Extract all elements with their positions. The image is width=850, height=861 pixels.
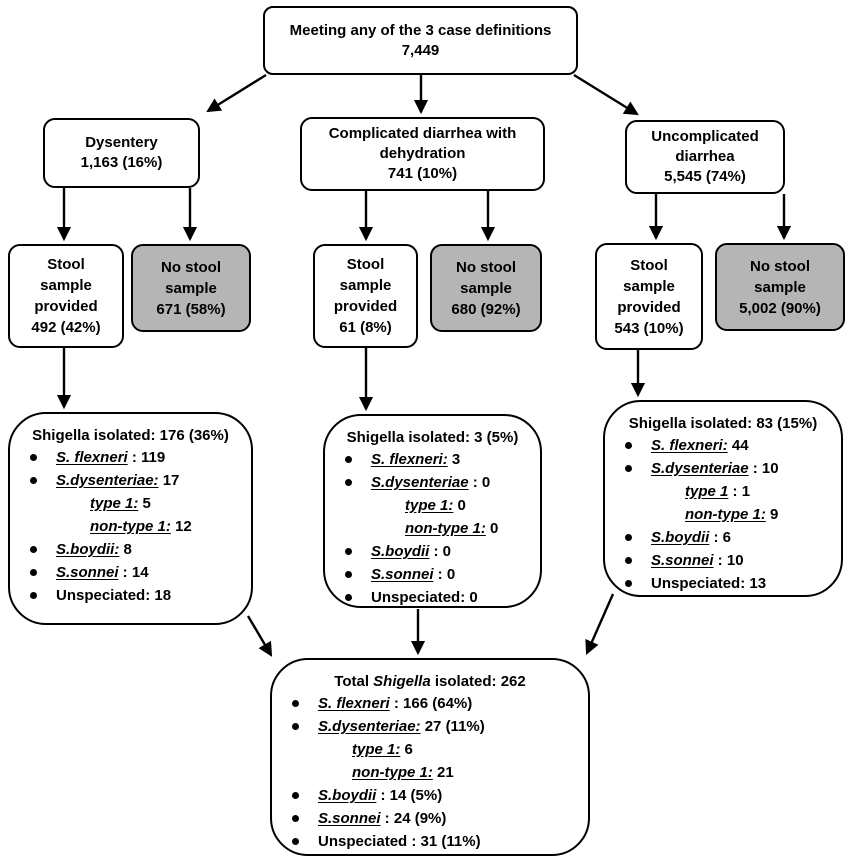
bullet-icon bbox=[292, 815, 299, 822]
species-row: S.sonnei : 14 bbox=[10, 561, 251, 584]
total-header-genus: Shigella bbox=[373, 673, 431, 690]
isolated-box-uncomplicated: Shigella isolated: 83 (15%) S. flexneri:… bbox=[603, 400, 843, 597]
species-row: S.boydii : 6 bbox=[605, 526, 841, 549]
branch-title: Uncomplicated diarrhea bbox=[651, 128, 759, 165]
bullet-icon bbox=[292, 792, 299, 799]
no-stool-box-1: No stool sample 671 (58%) bbox=[131, 244, 251, 332]
species-row: Unspeciated : 31 (11%) bbox=[272, 830, 588, 853]
stool-count: 492 (42%) bbox=[31, 319, 101, 336]
no-stool-label: No stool sample bbox=[161, 258, 221, 297]
bullet-icon bbox=[345, 456, 352, 463]
species-subrow: non-type 1: 9 bbox=[685, 506, 779, 523]
species-subrow: type 1: 5 bbox=[90, 495, 151, 512]
bullet-icon bbox=[292, 700, 299, 707]
stool-label: Stool sample provided bbox=[617, 256, 681, 316]
isolated-box-dysentery: Shigella isolated: 176 (36%) S. flexneri… bbox=[8, 412, 253, 625]
no-stool-count: 680 (92%) bbox=[451, 300, 521, 318]
bullet-icon bbox=[625, 557, 632, 564]
bullet-icon bbox=[30, 477, 37, 484]
species-row: S.sonnei : 24 (9%) bbox=[272, 807, 588, 830]
bullet-icon bbox=[30, 569, 37, 576]
species-row: S. flexneri: 3 bbox=[325, 448, 540, 471]
bullet-icon bbox=[292, 723, 299, 730]
species-row: S. flexneri : 119 bbox=[10, 446, 251, 469]
arrow-root-to-uncomplicated bbox=[573, 73, 639, 116]
total-box: Total Shigella isolated: 262 S. flexneri… bbox=[270, 658, 590, 856]
stool-provided-box-2: Stool sample provided 61 (8%) bbox=[313, 244, 418, 348]
branch-count: 741 (10%) bbox=[387, 165, 458, 182]
bullet-icon bbox=[292, 838, 299, 845]
no-stool-box-3: No stool sample 5,002 (90%) bbox=[715, 243, 845, 331]
bullet-icon bbox=[625, 465, 632, 472]
root-box: Meeting any of the 3 case definitions 7,… bbox=[263, 6, 578, 75]
bullet-icon bbox=[625, 580, 632, 587]
species-subrow: non-type 1: 12 bbox=[90, 518, 192, 535]
species-subrow: type 1: 0 bbox=[405, 497, 466, 514]
bullet-icon bbox=[345, 571, 352, 578]
no-stool-count: 671 (58%) bbox=[156, 300, 226, 318]
species-row: Unspeciated: 13 bbox=[605, 572, 841, 595]
stool-count: 61 (8%) bbox=[339, 319, 392, 336]
species-row: Unspeciated: 18 bbox=[10, 584, 251, 607]
bullet-icon bbox=[345, 548, 352, 555]
isolated-header: Shigella isolated: 83 (15%) bbox=[628, 415, 818, 432]
isolated-box-complicated: Shigella isolated: 3 (5%) S. flexneri: 3… bbox=[323, 414, 542, 608]
bullet-icon bbox=[30, 546, 37, 553]
arrow-isolated3-to-total bbox=[585, 593, 615, 655]
branch-title: Dysentery bbox=[85, 134, 158, 151]
species-row: S.dysenteriae: 27 (11%) bbox=[272, 715, 588, 738]
species-row: S.boydii : 14 (5%) bbox=[272, 784, 588, 807]
no-stool-count: 5,002 (90%) bbox=[739, 299, 821, 317]
root-count: 7,449 bbox=[401, 41, 440, 59]
species-subrow: type 1: 6 bbox=[352, 741, 413, 758]
bullet-icon bbox=[625, 442, 632, 449]
branch-title: Complicated diarrhea with dehydration bbox=[328, 125, 517, 162]
bullet-icon bbox=[345, 594, 352, 601]
stool-count: 543 (10%) bbox=[614, 319, 684, 337]
total-header: Total Shigella isolated: 262 bbox=[334, 673, 526, 690]
branch-count: 5,545 (74%) bbox=[664, 168, 746, 185]
arrow-isolated1-to-total bbox=[246, 615, 273, 657]
isolated-header: Shigella isolated: 176 (36%) bbox=[32, 427, 229, 444]
no-stool-box-2: No stool sample 680 (92%) bbox=[430, 244, 542, 332]
species-row: S.dysenteriae: 17 bbox=[10, 469, 251, 492]
branch-box-uncomplicated: Uncomplicated diarrhea 5,545 (74%) bbox=[625, 120, 785, 194]
species-subrow: non-type 1: 21 bbox=[352, 764, 454, 781]
species-row: S. flexneri: 44 bbox=[605, 434, 841, 457]
species-row: S. flexneri : 166 (64%) bbox=[272, 692, 588, 715]
bullet-icon bbox=[345, 479, 352, 486]
stool-provided-box-3: Stool sample provided 543 (10%) bbox=[595, 243, 703, 350]
branch-count: 1,163 (16%) bbox=[80, 154, 163, 171]
species-subrow: type 1 : 1 bbox=[685, 483, 751, 500]
branch-box-dysentery: Dysentery 1,163 (16%) bbox=[43, 118, 200, 188]
branch-box-complicated: Complicated diarrhea with dehydration 74… bbox=[300, 117, 545, 191]
species-row: S.sonnei : 10 bbox=[605, 549, 841, 572]
no-stool-label: No stool sample bbox=[750, 257, 810, 296]
species-row: S.dysenteriae : 0 bbox=[325, 471, 540, 494]
species-row: S.boydii : 0 bbox=[325, 540, 540, 563]
root-label: Meeting any of the 3 case definitions bbox=[289, 21, 552, 39]
arrow-root-to-dysentery bbox=[206, 73, 267, 113]
species-subrow: non-type 1: 0 bbox=[405, 520, 499, 537]
isolated-header: Shigella isolated: 3 (5%) bbox=[346, 429, 519, 446]
species-row: Unspeciated: 0 bbox=[325, 586, 540, 609]
species-row: S.dysenteriae : 10 bbox=[605, 457, 841, 480]
stool-label: Stool sample provided bbox=[34, 256, 98, 315]
bullet-icon bbox=[30, 454, 37, 461]
species-row: S.boydii: 8 bbox=[10, 538, 251, 561]
stool-provided-box-1: Stool sample provided 492 (42%) bbox=[8, 244, 124, 348]
species-row: S.sonnei : 0 bbox=[325, 563, 540, 586]
stool-label: Stool sample provided bbox=[333, 256, 398, 315]
bullet-icon bbox=[30, 592, 37, 599]
no-stool-label: No stool sample bbox=[456, 258, 516, 297]
bullet-icon bbox=[625, 534, 632, 541]
